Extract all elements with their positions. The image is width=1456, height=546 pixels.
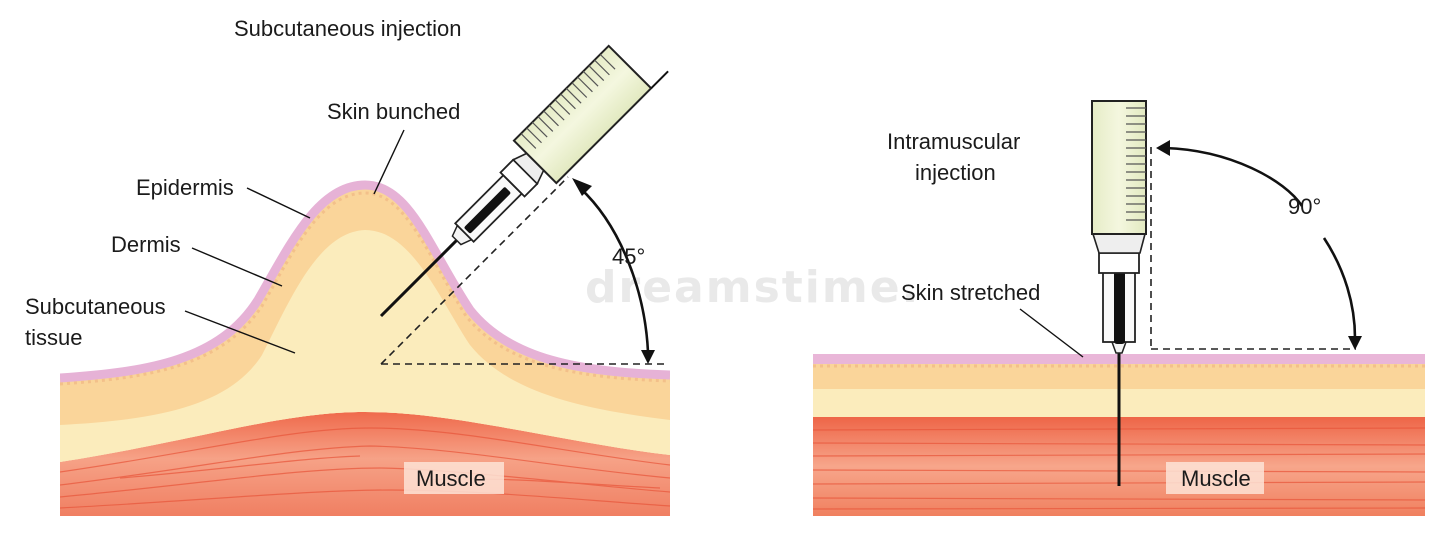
syringe-90 <box>1091 100 1147 486</box>
subcutaneous-label-line1: Subcutaneous <box>25 294 166 319</box>
angle-45-label: 45° <box>612 244 645 269</box>
syringe-graduations-right <box>1126 107 1146 221</box>
subcutaneous-layer <box>60 230 670 462</box>
needle <box>379 239 458 318</box>
intramuscular-title-line1: Intramuscular <box>887 129 1020 154</box>
arrowhead-45-bottom <box>641 350 655 364</box>
dermis-edge <box>60 191 670 386</box>
subcutaneous-panel <box>60 180 670 516</box>
muscle-label-left: Muscle <box>416 466 486 491</box>
syringe-graduations <box>520 53 616 149</box>
arrowhead-90-left <box>1156 140 1170 156</box>
syringe-barrel <box>512 44 653 185</box>
subcutaneous-injection-title: Subcutaneous injection <box>234 16 462 41</box>
subcutaneous-label-line2: tissue <box>25 325 82 350</box>
angle-guides-45 <box>380 176 665 365</box>
skin-stretched-label: Skin stretched <box>901 280 1040 305</box>
angle-arc-90 <box>1164 146 1357 339</box>
syringe-barrel-right <box>1091 100 1147 235</box>
syringe-collar-right <box>1098 252 1140 274</box>
syringe-45 <box>379 44 669 318</box>
intramuscular-title-line2: injection <box>915 160 996 185</box>
arrowhead-45-top <box>572 178 592 196</box>
needle-shaft-inside <box>464 187 511 234</box>
syringe-neck-right <box>1091 233 1147 254</box>
skin-stretched-leader <box>1019 308 1084 358</box>
epidermis-label: Epidermis <box>136 175 234 200</box>
angle-guides-90 <box>1150 147 1356 350</box>
muscle-label-bg-left <box>404 462 504 494</box>
barrel-edge <box>650 70 669 90</box>
angle-90-label: 90° <box>1288 194 1321 219</box>
skin-bunched-label: Skin bunched <box>327 99 460 124</box>
dermis-label: Dermis <box>111 232 181 257</box>
muscle-label-right: Muscle <box>1181 466 1251 491</box>
needle-shaft-right <box>1114 264 1125 344</box>
muscle-label-bg-right <box>1166 462 1264 494</box>
arrowhead-90-bottom <box>1348 336 1362 350</box>
muscle-layer <box>60 412 670 516</box>
angle-arc-45 <box>579 187 650 353</box>
epidermis-layer <box>60 180 670 383</box>
muscle-fibers <box>60 427 670 509</box>
left-leader-lines <box>184 129 405 354</box>
watermark-text: dreamstime. <box>585 262 920 313</box>
